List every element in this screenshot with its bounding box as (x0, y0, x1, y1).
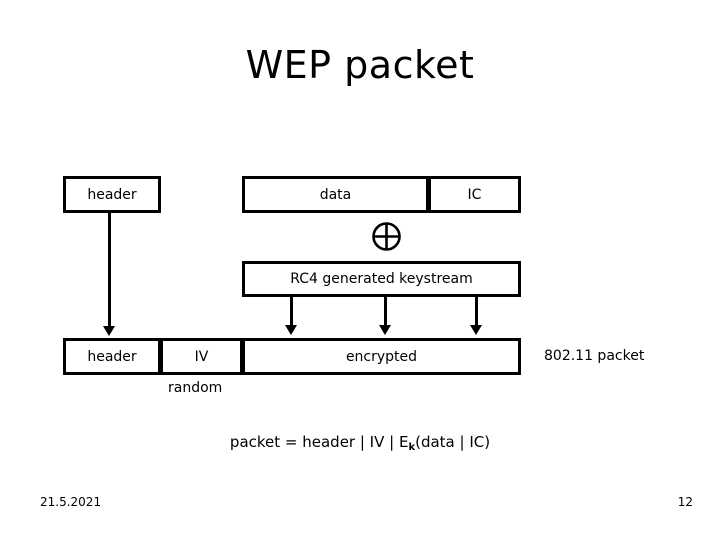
formula-suffix: (data | IC) (415, 433, 491, 451)
plaintext-data-label: data (319, 186, 352, 203)
footer-page-number: 12 (677, 495, 693, 509)
plaintext-data-box: data (242, 176, 429, 213)
page-title: WEP packet (245, 43, 475, 87)
xor-icon-glyph (372, 222, 401, 251)
packet-header-box: header (63, 338, 161, 375)
formula-subscript: k (408, 442, 416, 453)
packet-caption-label: 802.11 packet (544, 348, 645, 364)
keystream-arrow-3-head (470, 325, 482, 335)
keystream-arrow-1-shaft (290, 297, 293, 327)
plaintext-ic-box: IC (428, 176, 521, 213)
keystream-arrow-3-shaft (475, 297, 478, 327)
plaintext-ic-label: IC (467, 186, 482, 203)
iv-random-note-label: random (168, 380, 223, 396)
xor-icon (371, 221, 402, 252)
packet-header-label: header (87, 348, 137, 365)
keystream-arrow-2-shaft (384, 297, 387, 327)
packet-formula: packet = header | IV | Ek(data | IC) (0, 432, 720, 455)
keystream-arrow-1-head (285, 325, 297, 335)
packet-iv-box: IV (160, 338, 243, 375)
keystream-arrow-2-head (379, 325, 391, 335)
keystream-label: RC4 generated keystream (290, 271, 473, 287)
formula-prefix: packet = header | IV | E (229, 433, 409, 451)
plaintext-header-label: header (87, 186, 137, 203)
packet-encrypted-box: encrypted (242, 338, 521, 375)
footer-date: 21.5.2021 (40, 495, 102, 509)
packet-iv-label: IV (194, 348, 209, 365)
keystream-box: RC4 generated keystream (242, 261, 521, 297)
header-passthrough-arrow-shaft (108, 213, 111, 328)
header-passthrough-arrow-head (103, 326, 115, 336)
plaintext-header-box: header (63, 176, 161, 213)
packet-encrypted-label: encrypted (345, 348, 418, 365)
